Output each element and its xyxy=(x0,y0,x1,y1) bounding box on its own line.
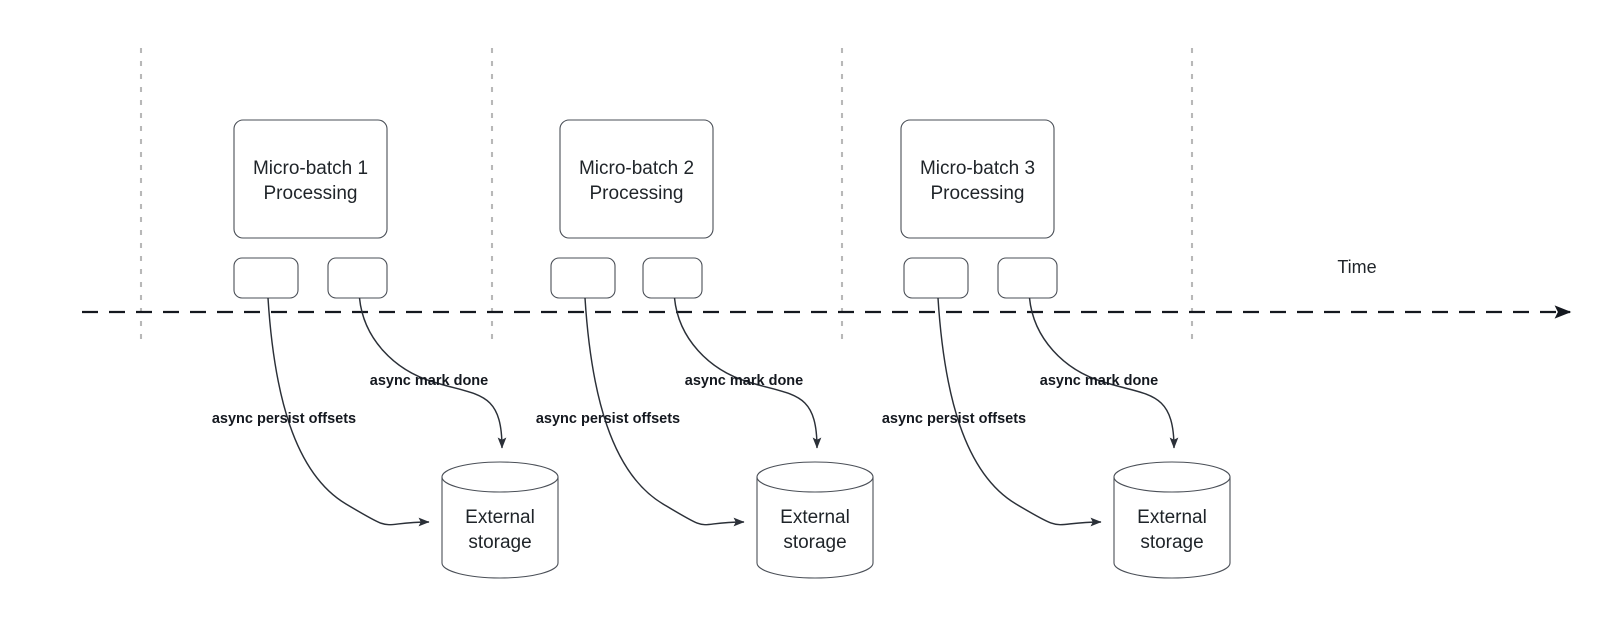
time-axis-label: Time xyxy=(1337,257,1376,277)
async-mark-done-label-1: async mark done xyxy=(370,373,488,389)
mark-done-task-2[interactable] xyxy=(642,257,703,299)
micro-batch-box-3[interactable] xyxy=(900,119,1055,239)
mark-done-task-3[interactable] xyxy=(997,257,1058,299)
async-mark-done-arrow-2 xyxy=(673,297,822,449)
external-storage-cylinder-body-3[interactable] xyxy=(1113,476,1231,579)
async-persist-offsets-arrow-1 xyxy=(267,297,430,527)
micro-batch-title-3: Micro-batch 3 xyxy=(920,158,1035,179)
external-storage-cylinder-top-1 xyxy=(441,461,559,493)
external-storage-cylinder-top-3 xyxy=(1113,461,1231,493)
external-storage-cylinder-body-1[interactable] xyxy=(441,476,559,579)
time-axis: Time xyxy=(82,257,1572,319)
micro-batch-subtitle-2: Processing xyxy=(590,183,684,204)
async-mark-done-arrow-1 xyxy=(358,297,507,449)
async-persist-offsets-arrow-3 xyxy=(937,297,1102,527)
async-persist-offsets-label-3: async persist offsets xyxy=(882,411,1026,427)
async-mark-done-label-2: async mark done xyxy=(685,373,803,389)
micro-batch-subtitle-1: Processing xyxy=(264,183,358,204)
external-storage-label-line2-2: storage xyxy=(783,532,846,553)
external-storage-label-line1-2: External xyxy=(780,507,850,528)
micro-batch-subtitle-3: Processing xyxy=(931,183,1025,204)
async-mark-done-label-3: async mark done xyxy=(1040,373,1158,389)
external-storage-label-line2-3: storage xyxy=(1140,532,1203,553)
micro-batch-title-1: Micro-batch 1 xyxy=(253,158,368,179)
external-storage-label-line1-1: External xyxy=(465,507,535,528)
micro-batch-box-1[interactable] xyxy=(233,119,388,239)
external-storage-label-line1-3: External xyxy=(1137,507,1207,528)
external-storage-cylinder-top-2 xyxy=(756,461,874,493)
persist-offsets-task-1[interactable] xyxy=(233,257,299,299)
async-persist-offsets-label-2: async persist offsets xyxy=(536,411,680,427)
async-persist-offsets-label-1: async persist offsets xyxy=(212,411,356,427)
persist-offsets-task-3[interactable] xyxy=(903,257,969,299)
external-storage-label-line2-1: storage xyxy=(468,532,531,553)
mark-done-task-1[interactable] xyxy=(327,257,388,299)
async-persist-offsets-arrow-2 xyxy=(584,297,745,527)
external-storage-cylinder-body-2[interactable] xyxy=(756,476,874,579)
async-mark-done-arrow-3 xyxy=(1028,297,1179,449)
micro-batch-box-2[interactable] xyxy=(559,119,714,239)
timeline-tick-lines xyxy=(139,48,1194,340)
micro-batch-title-2: Micro-batch 2 xyxy=(579,158,694,179)
persist-offsets-task-2[interactable] xyxy=(550,257,616,299)
